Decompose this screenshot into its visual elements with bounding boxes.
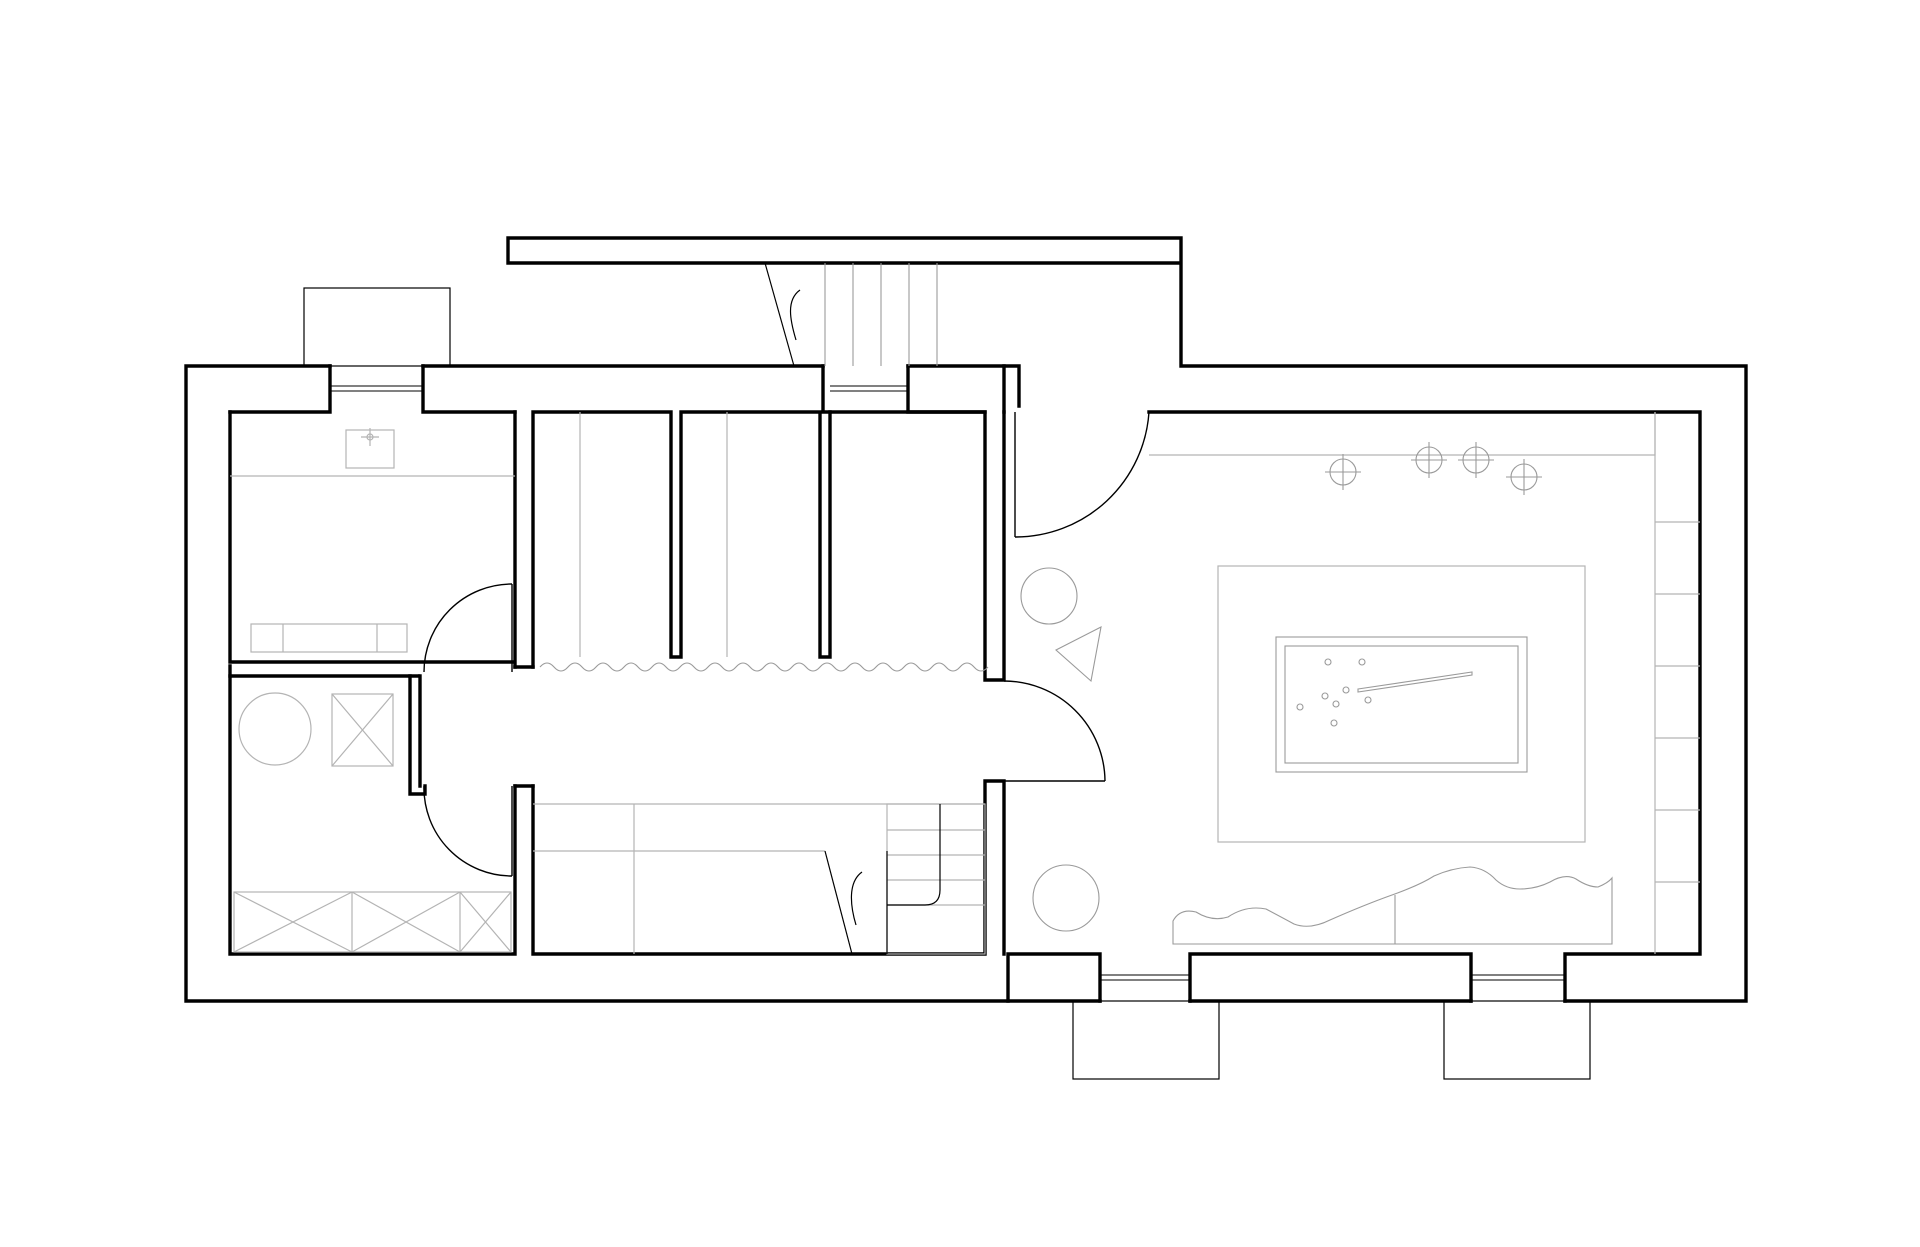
exterior-wall-outer [184, 236, 1748, 1003]
closet-fixtures [539, 412, 989, 672]
laundry-wall [228, 674, 517, 956]
storage-wall [531, 779, 1006, 956]
door-stairwell [1014, 411, 1150, 538]
pouf-icon [1032, 864, 1100, 932]
ceiling-light-icon [1411, 442, 1447, 478]
sofa-icon [1172, 866, 1613, 945]
window-bottom-right [1443, 974, 1591, 1080]
exterior-wall-inner [228, 364, 1702, 1003]
dryer-icon [331, 693, 394, 767]
bathtub-icon [250, 623, 408, 653]
curtain-icon [539, 662, 989, 672]
ceiling-light-icon [1325, 454, 1361, 490]
laundry-wall-outer [228, 664, 420, 678]
window-bottom-center [1072, 974, 1220, 1080]
interior-walls [228, 410, 1006, 956]
corridor-left-wall [513, 665, 535, 788]
triangle-stool-icon [1055, 626, 1102, 683]
ceiling-light-icon [1506, 459, 1542, 495]
staircase-icon [764, 262, 938, 367]
side-table-icon [1020, 567, 1078, 625]
door-bathroom [423, 583, 513, 673]
ceiling-light-icon [1458, 442, 1494, 478]
bathroom-wall [228, 410, 517, 669]
billiard-room [1020, 412, 1700, 954]
outer-walls [184, 236, 1748, 1003]
shelving-icon [233, 891, 512, 953]
windows [303, 287, 1591, 1080]
laundry-fixtures [233, 692, 512, 953]
door-billiard-room [1003, 680, 1106, 782]
window-top-center [830, 385, 908, 392]
bathroom-fixtures [230, 428, 515, 653]
door-laundry [423, 785, 513, 877]
sink-icon [345, 428, 395, 469]
billiard-table-icon [1217, 565, 1586, 843]
storage-fixtures [533, 803, 986, 955]
closets-wall [531, 410, 1006, 682]
washing-machine-icon [238, 692, 312, 766]
window-top-left [303, 287, 451, 392]
doors [423, 411, 1150, 877]
